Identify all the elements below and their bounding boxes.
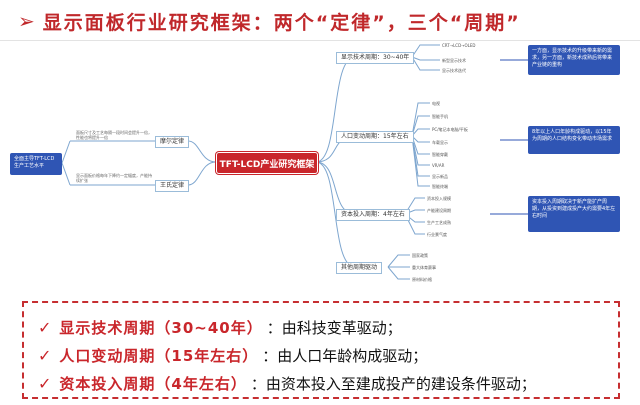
- leaf-pop-1: 电视: [432, 101, 440, 106]
- arrow-icon: ➢: [18, 9, 35, 33]
- leaf-pop-8: 智能终端: [432, 184, 448, 189]
- leaf-cap-2: 产能建设周期: [427, 208, 451, 213]
- leaf-pop-3: PC/笔记本电脑/平板: [432, 127, 468, 132]
- right-summary-box-2: 8年以上人口年龄构成驱动，以15年为周期的人口结构变化带动市场需求: [528, 126, 620, 154]
- check-icon: ✓: [38, 374, 52, 393]
- title-divider: [0, 40, 640, 41]
- leaf-pop-6: VR/AR: [432, 163, 445, 168]
- left-note-1: 面板尺寸及工艺每隔一段时间会提升一倍，性能也将提升一倍: [76, 130, 152, 140]
- summary-desc: ：由资本投入至建成投产的建设条件驱动；: [250, 375, 536, 393]
- summary-desc: ：由科技变革驱动；: [266, 319, 402, 337]
- node-tech-cycle: 显示技术周期：30~40年: [336, 52, 415, 64]
- summary-label: 人口变动周期（15年左右）: [59, 347, 259, 365]
- right-summary-box-1: 一方面，显示技术的升级带来新的需求，另一方面，新技术成熟后将带来产业链的重构: [528, 45, 620, 75]
- node-other-cycle: 其他周期驱动: [336, 262, 383, 274]
- leaf-cap-4: 行业景气度: [427, 232, 447, 237]
- cycle-summary-panel: ✓ 显示技术周期（30~40年） ：由科技变革驱动； ✓ 人口变动周期（15年左…: [22, 301, 620, 399]
- summary-row-tech: ✓ 显示技术周期（30~40年） ：由科技变革驱动；: [38, 317, 402, 338]
- node-population-cycle: 人口变动周期：15年左右: [336, 131, 414, 143]
- leaf-pop-5: 智能穿戴: [432, 152, 448, 157]
- leaf-other-1: 国家政策: [412, 253, 428, 258]
- right-summary-text-1: 一方面，显示技术的升级带来新的需求，另一方面，新技术成熟后将带来产业链的重构: [532, 48, 613, 68]
- center-topic: TFT-LCD产业研究框架: [216, 152, 318, 174]
- left-summary-box: 全面主导TFT-LCD生产工艺水平: [10, 153, 62, 175]
- right-summary-text-3: 资本投入周期取决于新产能扩产周期，从投资到建成投产大约需要4年左右时间: [532, 199, 616, 219]
- summary-desc: ：由人口年龄构成驱动；: [262, 347, 428, 365]
- title-text: 显示面板行业研究框架：两个“定律”，三个“周期”: [42, 11, 521, 34]
- leaf-other-2: 重大体育赛事: [412, 265, 436, 270]
- check-icon: ✓: [38, 346, 52, 365]
- leaf-pop-2: 智能手机: [432, 114, 448, 119]
- leaf-tech-1: CRT→LCD→OLED: [442, 43, 476, 48]
- node-wang-law: 王氏定律: [155, 180, 190, 192]
- left-summary-text: 全面主导TFT-LCD生产工艺水平: [14, 156, 55, 169]
- leaf-cap-3: 生产工艺成熟: [427, 220, 451, 225]
- summary-row-population: ✓ 人口变动周期（15年左右） ：由人口年龄构成驱动；: [38, 345, 427, 366]
- left-note-2: 显示面板价格每年下降约一定幅度，产能持续扩张: [76, 173, 152, 183]
- summary-row-capital: ✓ 资本投入周期（4年左右） ：由资本投入至建成投产的建设条件驱动；: [38, 373, 536, 394]
- leaf-other-3: 原材料价格: [412, 277, 432, 282]
- summary-label: 资本投入周期（4年左右）: [59, 375, 247, 393]
- node-capital-cycle: 资本投入周期：4年左右: [336, 209, 410, 221]
- right-summary-box-3: 资本投入周期取决于新产能扩产周期，从投资到建成投产大约需要4年左右时间: [528, 196, 620, 232]
- page-title: ➢ 显示面板行业研究框架：两个“定律”，三个“周期”: [18, 6, 521, 36]
- leaf-pop-7: 显示新品: [432, 174, 448, 179]
- leaf-tech-3: 显示技术迭代: [442, 68, 466, 73]
- node-moore-law: 摩尔定律: [155, 136, 190, 148]
- leaf-cap-1: 资本投入规模: [427, 196, 451, 201]
- leaf-tech-2: 新型显示技术: [442, 58, 466, 63]
- right-summary-text-2: 8年以上人口年龄构成驱动，以15年为周期的人口结构变化带动市场需求: [532, 129, 613, 142]
- check-icon: ✓: [38, 318, 52, 337]
- summary-label: 显示技术周期（30~40年）: [59, 319, 263, 337]
- leaf-pop-4: 车载显示: [432, 140, 448, 145]
